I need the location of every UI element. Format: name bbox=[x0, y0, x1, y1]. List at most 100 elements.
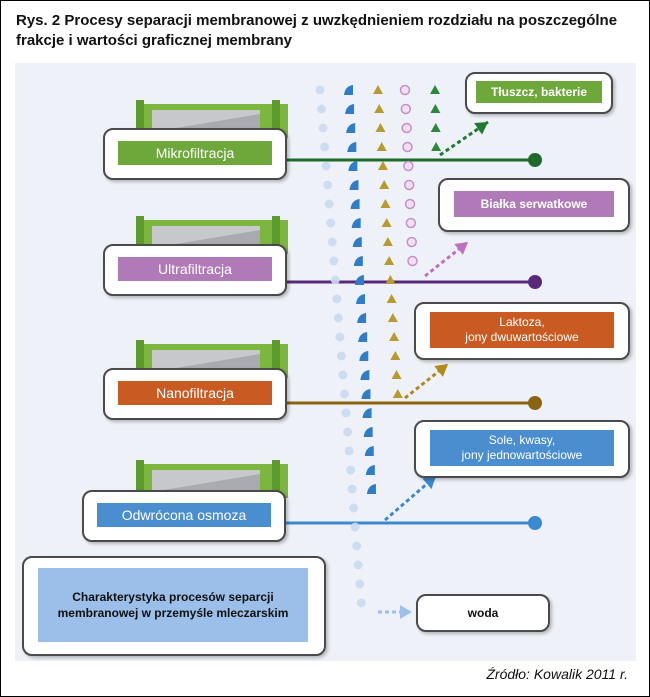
output-label-sole-kwasy: Sole, kwasy, jony jednowartościowe bbox=[430, 430, 614, 466]
line-end-dot bbox=[528, 516, 542, 530]
particle-water bbox=[338, 370, 348, 380]
particle-molecule bbox=[382, 237, 393, 246]
process-card-mikrofiltracja: Mikrofiltracja bbox=[103, 128, 287, 180]
particle-water bbox=[332, 294, 342, 304]
particle-ion bbox=[362, 408, 372, 418]
particle-water bbox=[329, 256, 339, 266]
particle-water bbox=[339, 389, 349, 399]
membrane-shade bbox=[152, 114, 260, 132]
particle-protein bbox=[405, 217, 417, 229]
particle-water bbox=[352, 541, 362, 551]
particle-water bbox=[327, 237, 337, 247]
arrow-head bbox=[474, 122, 488, 135]
membrane-cap-left bbox=[136, 340, 144, 382]
particle-water bbox=[344, 446, 354, 456]
water-card: woda bbox=[416, 594, 550, 632]
particle-molecule bbox=[373, 85, 383, 94]
particle-ion bbox=[358, 332, 368, 342]
particle-water bbox=[347, 484, 357, 494]
output-label-tluszcz-bakterie: Tłuszcz, bakterie bbox=[476, 81, 602, 103]
particle-molecule bbox=[430, 123, 441, 132]
particle-molecule bbox=[376, 142, 387, 151]
particle-water bbox=[350, 522, 360, 532]
particle-ion bbox=[350, 199, 360, 209]
process-card-odwrocona-osmoza: Odwrócona osmoza bbox=[82, 490, 286, 542]
particle-molecule bbox=[379, 180, 390, 189]
particle-protein bbox=[403, 179, 415, 191]
arrow-head bbox=[422, 476, 436, 490]
particle-water bbox=[349, 503, 359, 513]
arrow-head bbox=[434, 364, 448, 377]
particle-molecule bbox=[385, 275, 396, 284]
particle-ion bbox=[364, 446, 374, 456]
membrane-cap-right bbox=[272, 100, 280, 142]
particle-ion bbox=[347, 142, 357, 152]
particle-water bbox=[346, 465, 356, 475]
particle-ion bbox=[345, 104, 355, 114]
particle-molecule bbox=[389, 332, 400, 341]
output-card-bialka-serwatkowe: Białka serwatkowe bbox=[438, 178, 630, 232]
particle-ion bbox=[363, 427, 373, 437]
particle-ion bbox=[351, 218, 361, 228]
particle-ion bbox=[357, 313, 367, 323]
output-card-sole-kwasy: Sole, kwasy, jony jednowartościowe bbox=[414, 420, 630, 478]
figure-title: Rys. 2 Procesy separacji membranowej z u… bbox=[16, 12, 618, 49]
legend-label: Charakterystyka procesów separcji membra… bbox=[38, 568, 308, 642]
particle-ion bbox=[356, 294, 366, 304]
particle-water bbox=[318, 123, 328, 133]
process-card-ultrafiltracja: Ultrafiltracja bbox=[103, 244, 287, 296]
particle-molecule bbox=[377, 161, 388, 170]
water-label: woda bbox=[467, 606, 499, 620]
output-card-laktoza: Laktoza, jony dwuwartościowe bbox=[414, 302, 630, 360]
output-label-bialka-serwatkowe: Białka serwatkowe bbox=[454, 191, 614, 217]
particle-molecule bbox=[392, 389, 403, 398]
particle-molecule bbox=[430, 104, 441, 113]
particle-water bbox=[320, 142, 330, 152]
process-label-nanofiltracja: Nanofiltracja bbox=[118, 381, 272, 405]
particle-water bbox=[356, 598, 366, 608]
particle-water bbox=[326, 218, 336, 228]
particle-water bbox=[317, 104, 327, 114]
particle-water bbox=[336, 351, 346, 361]
process-label-mikrofiltracja: Mikrofiltracja bbox=[118, 141, 272, 165]
particle-molecule bbox=[431, 142, 442, 151]
particle-ion bbox=[349, 180, 359, 190]
particle-molecule bbox=[430, 85, 440, 94]
particle-molecule bbox=[374, 104, 385, 113]
source-caption: Źródło: Kowalik 2011 r. bbox=[486, 666, 628, 682]
membrane-cap-left bbox=[136, 460, 144, 502]
particle-protein bbox=[402, 141, 413, 153]
particle-water bbox=[323, 180, 333, 190]
process-label-ultrafiltracja: Ultrafiltracja bbox=[118, 257, 272, 281]
particle-molecule bbox=[381, 218, 392, 227]
particle-protein bbox=[400, 103, 412, 115]
membrane-shade bbox=[152, 474, 260, 492]
process-card-nanofiltracja: Nanofiltracja bbox=[103, 368, 287, 420]
particle-water bbox=[321, 161, 331, 171]
arrow-shaft bbox=[439, 120, 489, 157]
particle-water bbox=[355, 579, 365, 589]
particle-ion bbox=[353, 256, 363, 266]
particle-ion bbox=[366, 484, 376, 494]
particle-protein bbox=[401, 122, 412, 134]
particle-protein bbox=[406, 236, 417, 248]
membrane-cap-right bbox=[272, 216, 280, 258]
particle-molecule bbox=[390, 351, 401, 360]
particle-water bbox=[341, 408, 351, 418]
membrane-cap-left bbox=[136, 216, 144, 258]
particle-protein bbox=[407, 255, 418, 267]
particle-protein bbox=[404, 198, 416, 210]
arrow-head bbox=[454, 242, 468, 255]
particle-ion bbox=[365, 465, 375, 475]
legend-card: Charakterystyka procesów separcji membra… bbox=[22, 556, 326, 656]
membrane-shade bbox=[152, 230, 260, 248]
particle-water bbox=[335, 332, 345, 342]
line-end-dot bbox=[528, 153, 542, 167]
membrane-shade bbox=[152, 354, 260, 372]
membrane-cap-right bbox=[272, 340, 280, 382]
output-card-tluszcz-bakterie: Tłuszcz, bakterie bbox=[465, 72, 613, 114]
particle-molecule bbox=[387, 313, 398, 322]
particle-water bbox=[330, 275, 340, 285]
particle-ion bbox=[348, 161, 358, 171]
line-end-dot bbox=[528, 275, 542, 289]
